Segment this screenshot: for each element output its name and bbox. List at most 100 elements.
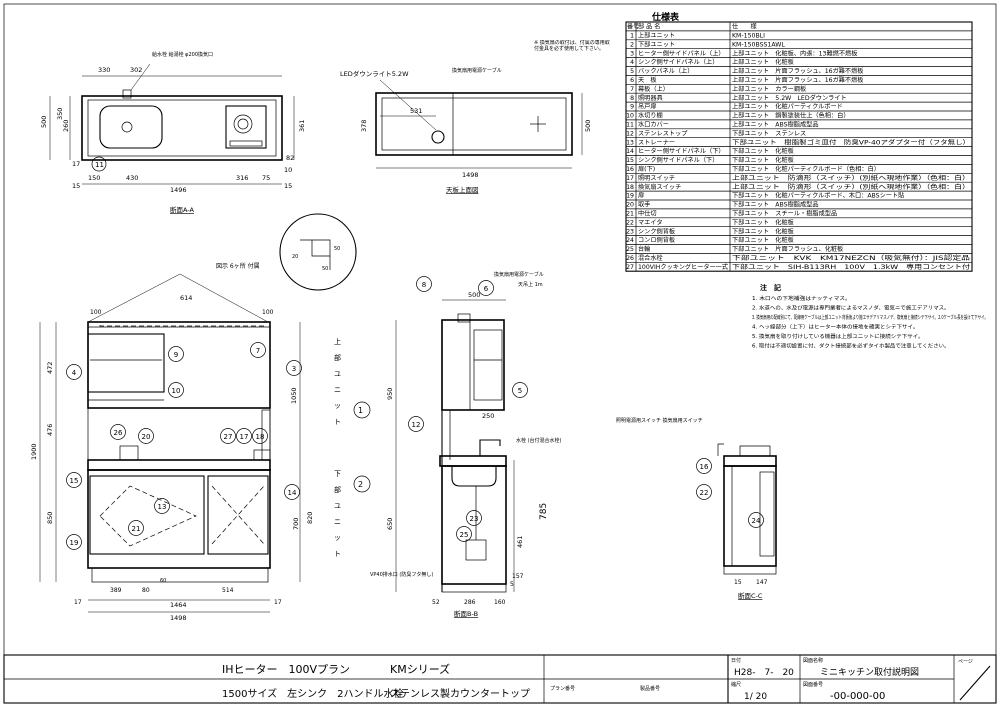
spec-row-spec: 下部ユニット SIH-B113RH 100V 1.3kW 専用コンセント付 (732, 263, 970, 271)
callout-8 (416, 276, 432, 292)
spec-row-spec: 下部ユニット 樹脂製ゴミ皿付 防臭VP-40アダプター付（フタ無し） (732, 138, 970, 146)
callout-24 (748, 512, 764, 528)
vp-note: VP40排水口 (防臭フタ無し) (370, 571, 433, 578)
callout-number: 22 (700, 489, 709, 497)
drawing-name-label: 図面名称 (803, 657, 823, 664)
callout-number: 17 (240, 433, 249, 441)
callout-number: 5 (518, 387, 522, 395)
cooktop-cabinet-door (207, 475, 269, 555)
callout-number: 21 (132, 525, 141, 533)
bracket-detail (279, 213, 357, 291)
spec-row-spec: KM-150BLI (732, 33, 765, 40)
bb-downlight (457, 313, 471, 323)
callout-5 (512, 382, 528, 398)
section-aa-label: 断面A-A (170, 205, 195, 214)
drawing-no: -00-000-00 (830, 691, 885, 702)
spec-row-spec: 上部ユニット ABS樹脂成型品 (732, 121, 819, 129)
svg-text:785: 785 (539, 503, 549, 520)
bb-faucet (479, 439, 501, 456)
lower-unit-char: ニ (334, 518, 341, 526)
spec-row-no: 10 (626, 113, 634, 120)
svg-text:500: 500 (468, 291, 480, 299)
spec-row-name: 照明器具 (638, 95, 663, 102)
spec-row-name: 混合水栓 (638, 254, 663, 262)
callout-19 (66, 534, 82, 550)
callout-number: 13 (158, 503, 167, 511)
spec-row-no: 1 (630, 33, 634, 40)
callout-number: 25 (460, 531, 469, 539)
dim-aa-260: 260 (62, 120, 70, 132)
dim-aa-350: 350 (56, 108, 64, 120)
upper-unit-char: ニ (334, 386, 341, 394)
upper-unit (87, 321, 271, 409)
spec-row-no: 19 (626, 193, 634, 200)
spec-row-name: 水口カバー (638, 121, 669, 129)
left-info-note: 給水栓 給湯栓 φ200換気口 (152, 51, 213, 58)
callout-number: 24 (752, 517, 761, 525)
plinth (91, 567, 269, 583)
title-line1b: KMシリーズ (390, 662, 450, 676)
spec-row-spec: 下部ユニット 化粧板 (732, 218, 794, 226)
spec-row-name: ストレーナー (638, 139, 675, 146)
spec-row-name: マエイタ (638, 218, 663, 226)
callout-4 (66, 364, 82, 380)
faucet (122, 89, 132, 99)
dim-aa-361: 361 (298, 120, 306, 132)
power-label: 照明電源用スイッチ 換気扇用スイッチ (616, 417, 703, 424)
mounting-note: 図示 6ヶ所 付属 (216, 262, 260, 270)
bb-sink (451, 466, 497, 487)
callout-number: 18 (256, 433, 265, 441)
callout-10 (168, 382, 184, 398)
svg-text:1498: 1498 (170, 614, 187, 622)
countertop (87, 459, 271, 471)
svg-text:700: 700 (292, 518, 300, 530)
callout-6 (478, 280, 494, 296)
spec-row-name: シンク側サイドパネル（上） (638, 58, 718, 66)
spec-row-spec: 下部ユニット 化粧板 (732, 227, 794, 235)
spec-row-name: 扉(下) (638, 165, 655, 173)
spec-row-spec: 下部ユニット KVK KM17NEZCN（吸気無付）：JIS認定品 (732, 254, 970, 262)
bb-upper-unit (441, 319, 505, 411)
spec-header-name: 部 品 名 (638, 23, 661, 31)
note-item: 5. 換気扇を取り付けしている機器は上部ユニットに接続シテ下サイ。 (752, 332, 924, 340)
title-line2b: ステンレス製カウンタートップ (390, 687, 530, 700)
svg-text:250: 250 (482, 412, 494, 420)
faucet-note: 水栓 (台付混合水栓) (516, 437, 562, 444)
svg-text:60: 60 (160, 578, 166, 584)
callout-number: 23 (470, 515, 479, 523)
sink-cabinet-door (89, 475, 205, 555)
spec-row-name: 照明スイッチ (638, 175, 675, 182)
spec-row-no: 11 (626, 122, 634, 129)
spec-row-no: 15 (626, 157, 634, 164)
upper-unit-char: ユ (334, 370, 341, 378)
callout-22 (696, 484, 712, 500)
callout-11 (91, 156, 107, 172)
svg-text:389: 389 (110, 587, 122, 594)
spec-row-spec: 上部ユニット 鋼製塗装仕上（色相：白） (732, 112, 850, 120)
spec-row-name: 中仕切 (638, 210, 657, 218)
spec-row-name: 天 板 (638, 76, 657, 84)
wall-cabinet-door (87, 333, 165, 393)
spec-row-no: 22 (626, 219, 634, 226)
dim-top-1498: 1498 (462, 171, 479, 179)
cc-countertop (723, 455, 777, 467)
switch-box (253, 449, 271, 461)
spec-row-spec: 上部ユニット 片面フラッシュ、16ガ難不燃板 (732, 67, 864, 75)
svg-text:17: 17 (74, 599, 82, 606)
callout-number: 6 (484, 285, 489, 293)
note-item: 2. 水道への、水及び電源は専門業者によるマスノダ、電気ニで施工デアリマス。 (752, 304, 950, 312)
callout-number: 10 (172, 387, 181, 395)
svg-text:20: 20 (292, 254, 298, 260)
note-item: 1. 木口への下地補強はナッティマス。 (752, 294, 851, 302)
top-plan-view: LEDダウンライト5.2W 531 378 500 1498 天板上面図 換気扇… (340, 40, 610, 194)
callout-21 (128, 520, 144, 536)
callout-number: 3 (292, 365, 296, 373)
callout-number: 20 (142, 433, 151, 441)
dim-top-378: 378 (360, 120, 368, 132)
svg-text:100: 100 (90, 309, 102, 316)
callout-number: 12 (412, 421, 421, 429)
spec-row-no: 12 (626, 130, 634, 137)
callout-3 (286, 360, 302, 376)
svg-text:514: 514 (222, 587, 234, 594)
